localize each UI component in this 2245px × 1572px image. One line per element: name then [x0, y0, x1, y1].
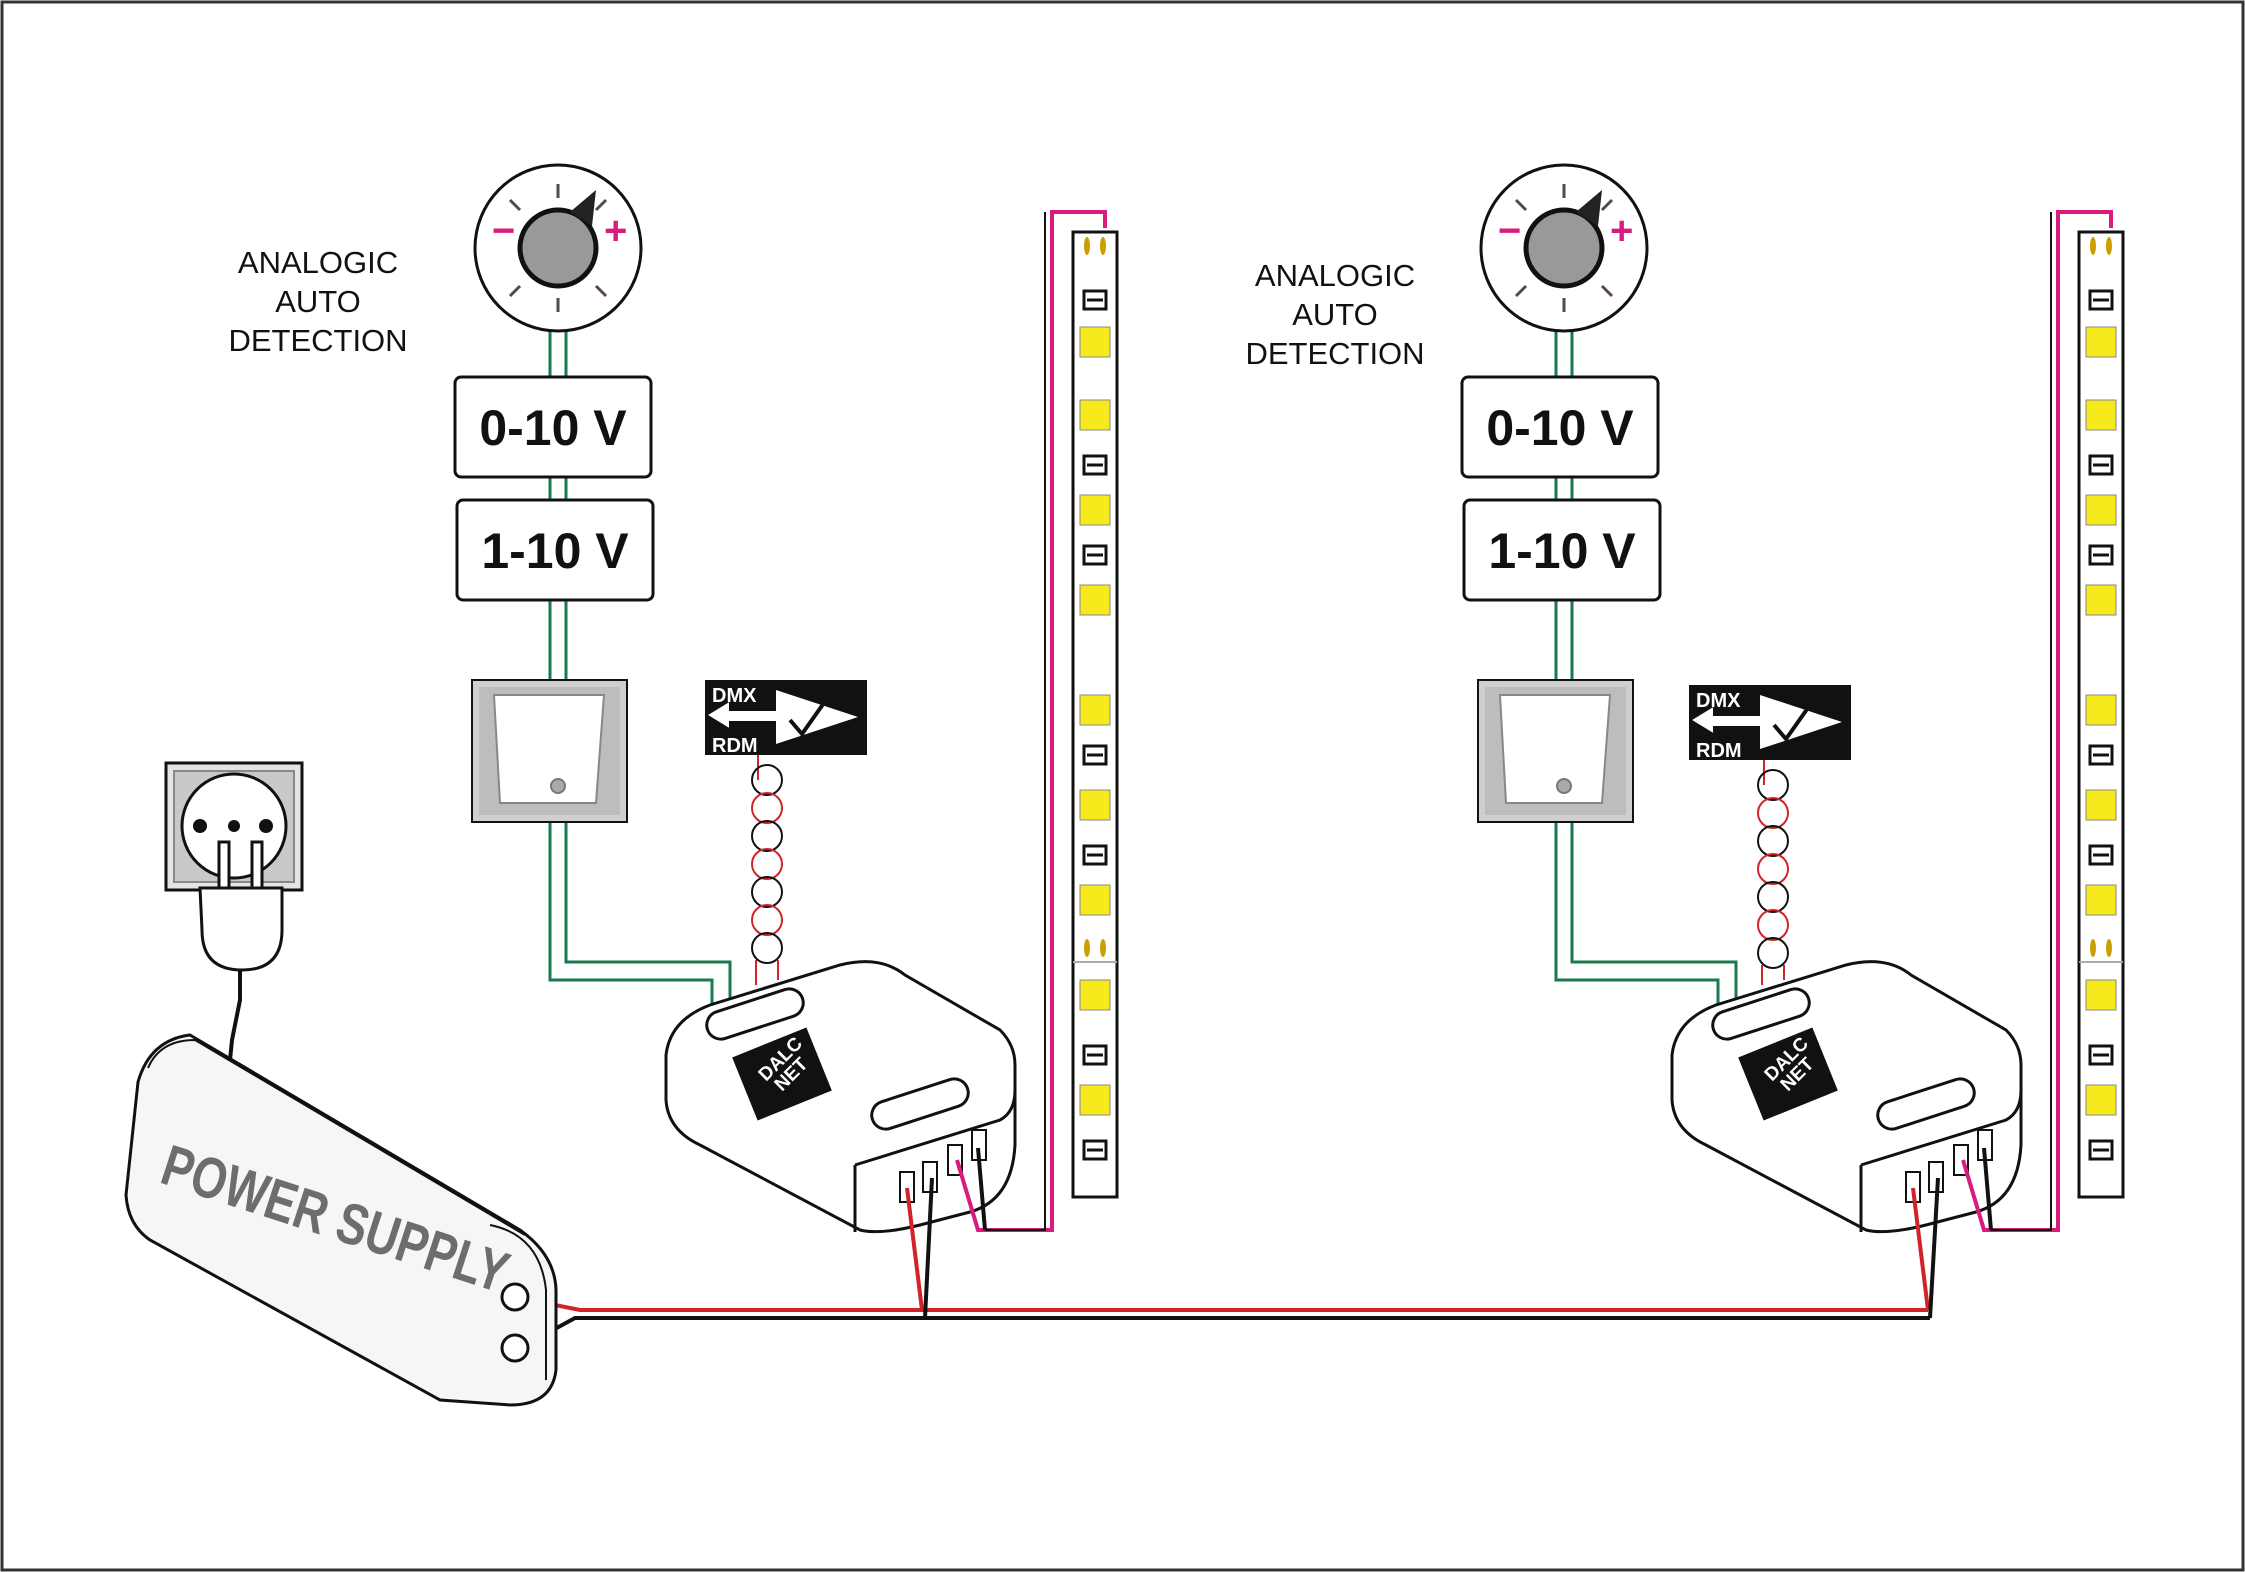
led-chip	[1079, 399, 1111, 431]
led-chip	[2085, 979, 2117, 1011]
svg-text:DMX: DMX	[1696, 690, 1741, 712]
led-strip-icon	[2077, 230, 2125, 1199]
svg-text:0-10 V: 0-10 V	[1486, 400, 1634, 456]
dalcnet-controller: DALC NET	[1670, 960, 2023, 1234]
led-chip	[2085, 694, 2117, 726]
led-chip	[2085, 789, 2117, 821]
signal-option-0-10v: 0-10 V	[453, 375, 653, 479]
solder-pad	[2090, 939, 2096, 957]
dimmer-plus: +	[1610, 209, 1633, 253]
signal-option-1-10v: 1-10 V	[1462, 498, 1662, 602]
wall-socket-icon	[164, 761, 304, 892]
detection-line-1: ANALOGIC	[1255, 258, 1415, 293]
plug-icon	[198, 840, 284, 1061]
signal-option-1-10v: 1-10 V	[455, 498, 655, 602]
channel-2: − + ANALOGIC AUTO DETECTION 0-10 V 1-10 …	[1245, 163, 2125, 1319]
led-chip	[2085, 399, 2117, 431]
signal-wires	[548, 325, 732, 1010]
solder-pad	[1100, 939, 1106, 957]
strip-wires	[905, 210, 1107, 1319]
svg-text:RDM: RDM	[1696, 740, 1742, 762]
solder-pad	[1084, 237, 1090, 255]
svg-text:0-10 V: 0-10 V	[479, 400, 627, 456]
led-chip	[2085, 494, 2117, 526]
svg-text:RDM: RDM	[712, 735, 758, 757]
led-chip	[1079, 584, 1111, 616]
solder-pad	[2090, 237, 2096, 255]
svg-text:1-10 V: 1-10 V	[481, 523, 629, 579]
led-chip	[1079, 884, 1111, 916]
led-chip	[1079, 694, 1111, 726]
led-chip	[1079, 789, 1111, 821]
led-strip-icon	[1071, 230, 1119, 1199]
rocker-switch-icon	[471, 679, 628, 823]
led-chip	[2085, 584, 2117, 616]
dimmer-minus: −	[1498, 209, 1521, 253]
dimmer-plus: +	[604, 209, 627, 253]
data-cable	[1757, 760, 1789, 985]
led-chip	[1079, 494, 1111, 526]
dimmer-minus: −	[492, 209, 515, 253]
led-chip	[1079, 1084, 1111, 1116]
led-chip	[2085, 1084, 2117, 1116]
led-chip	[2085, 326, 2117, 358]
signal-option-0-10v: 0-10 V	[1460, 375, 1660, 479]
detection-line-3: DETECTION	[1245, 336, 1424, 371]
dmx-rdm-badge: DMX RDM	[1689, 685, 1851, 762]
channel-1: − + ANALOGIC AUTO DETECTION 0-10 V 1-10 …	[228, 163, 1119, 1319]
led-chip	[2085, 884, 2117, 916]
led-chip	[1079, 979, 1111, 1011]
rotary-dimmer-icon: − +	[1479, 163, 1649, 333]
dalcnet-controller: DALC NET	[664, 960, 1017, 1234]
svg-text:1-10 V: 1-10 V	[1488, 523, 1636, 579]
svg-text:DMX: DMX	[712, 685, 757, 707]
data-cable	[751, 755, 783, 985]
solder-pad	[2106, 939, 2112, 957]
strip-wires	[1911, 210, 2113, 1319]
signal-wires	[1554, 325, 1738, 1010]
solder-pad	[2106, 237, 2112, 255]
solder-pad	[1084, 939, 1090, 957]
detection-line-3: DETECTION	[228, 323, 407, 358]
detection-line-2: AUTO	[275, 284, 361, 319]
detection-line-1: ANALOGIC	[238, 245, 398, 280]
led-chip	[1079, 326, 1111, 358]
rocker-switch-icon	[1477, 679, 1634, 823]
detection-line-2: AUTO	[1292, 297, 1378, 332]
solder-pad	[1100, 237, 1106, 255]
dmx-rdm-badge: DMX RDM	[705, 680, 867, 757]
rotary-dimmer-icon: − +	[473, 163, 643, 333]
